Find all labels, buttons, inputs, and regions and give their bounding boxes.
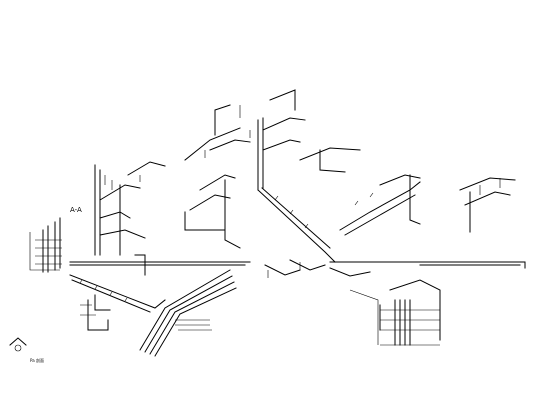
bottom-stack bbox=[139, 269, 237, 357]
bottom-left-note: Pa 剖面 bbox=[30, 357, 44, 363]
left-riser-bundle bbox=[29, 217, 62, 273]
upper-middle-branch bbox=[184, 104, 251, 249]
central-riser bbox=[257, 89, 336, 263]
section-label: A-A bbox=[70, 206, 82, 214]
bottom-left-branch bbox=[80, 294, 111, 331]
right-riser-bundle bbox=[349, 279, 441, 346]
main-trunk-left bbox=[69, 261, 251, 266]
diagonal-run-left bbox=[69, 274, 166, 313]
far-right-branch bbox=[459, 177, 516, 233]
north-symbol-icon bbox=[9, 337, 27, 352]
right-middle-branch bbox=[299, 147, 421, 236]
main-trunk-right bbox=[329, 261, 526, 269]
upper-left-branch bbox=[94, 161, 166, 276]
central-junction bbox=[264, 259, 371, 278]
